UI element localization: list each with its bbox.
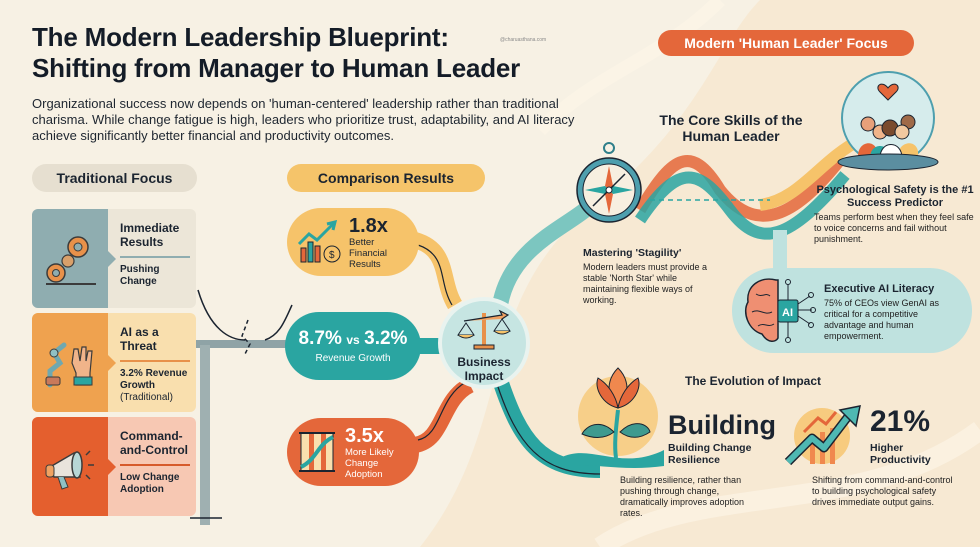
- traditional-focus-label: Traditional Focus: [32, 164, 197, 192]
- title-line-2: Shifting from Manager to Human Leader: [32, 53, 521, 83]
- watermark: @charuasthana.com: [500, 37, 547, 43]
- traditional-card-command-control: Command-and-Control Low Change Adoption: [32, 417, 196, 516]
- adoption-caption: More Likely Change Adoption: [345, 446, 394, 480]
- revenue-vs: vs: [346, 333, 360, 347]
- chart-coins-icon: $: [297, 220, 341, 263]
- hub-label: Business Impact: [457, 355, 511, 383]
- card-subtext: Pushing Change: [120, 263, 160, 287]
- evolution-title: The Evolution of Impact: [685, 374, 822, 388]
- revenue-traditional: 3.2%: [364, 328, 408, 349]
- comparison-revenue: 8.7% vs 3.2% Revenue Growth: [285, 312, 421, 380]
- team-globe-icon: [837, 71, 939, 171]
- productivity-text: Shifting from command-and-control to bui…: [812, 475, 953, 507]
- rope-tangle-icon: [299, 432, 335, 472]
- gears-machine-icon: [32, 209, 116, 308]
- financial-multiplier: 1.8x: [349, 214, 388, 237]
- robot-arm-hand-icon: [32, 313, 116, 412]
- card-subtext: Low Change Adoption: [120, 471, 180, 495]
- ai-literacy-text: 75% of CEOs view GenAI as critical for a…: [824, 298, 940, 341]
- revenue-caption: Revenue Growth: [315, 353, 391, 364]
- intro-paragraph: Organizational success now depends on 'h…: [32, 96, 575, 143]
- card-heading: Immediate Results: [120, 221, 180, 249]
- flower-icon: [560, 367, 664, 468]
- broken-bridge-icon: [190, 289, 306, 525]
- stagility-text: Modern leaders must provide a stable 'No…: [583, 262, 708, 305]
- productivity-subheading: Higher Productivity: [870, 442, 931, 466]
- modern-focus-label: Modern 'Human Leader' Focus: [658, 30, 914, 56]
- building-subheading: Building Change Resilience: [668, 442, 752, 466]
- revenue-modern: 8.7%: [298, 328, 342, 349]
- svg-text:$: $: [329, 250, 335, 261]
- arrow-up-chart-icon: [784, 405, 861, 466]
- stagility-heading: Mastering 'Stagility': [583, 247, 682, 259]
- megaphone-icon: [32, 417, 116, 516]
- comparison-adoption: 3.5x More Likely Change Adoption: [287, 418, 419, 486]
- svg-text:AI: AI: [782, 307, 793, 319]
- traditional-card-ai-threat: AI as a Threat 3.2% Revenue Growth (Trad…: [32, 313, 196, 412]
- comparison-results-label: Comparison Results: [287, 164, 485, 192]
- financial-caption: Better Financial Results: [349, 236, 388, 270]
- building-headline: Building: [668, 410, 776, 440]
- card-heading: Command-and-Control: [120, 429, 188, 457]
- page-title: The Modern Leadership Blueprint: Shiftin…: [32, 22, 520, 84]
- productivity-percent: 21%: [870, 405, 931, 438]
- ai-literacy-heading: Executive AI Literacy: [824, 283, 935, 295]
- core-skills-title: The Core Skills of the Human Leader: [659, 112, 803, 144]
- compass-icon: [576, 142, 642, 223]
- card-heading: AI as a Threat: [120, 325, 159, 353]
- brain-chip-icon: AI: [744, 278, 816, 343]
- traditional-card-immediate-results: Immediate Results Pushing Change: [32, 209, 196, 308]
- psych-safety-text: Teams perform best when they feel safe t…: [814, 212, 974, 244]
- card-subtext-note: (Traditional): [120, 391, 173, 403]
- adoption-multiplier: 3.5x: [345, 424, 384, 447]
- business-impact-hub: Business Impact: [438, 297, 530, 389]
- comparison-financial: $ 1.8x Better Financial Results: [287, 208, 419, 276]
- card-subtext: 3.2% Revenue Growth: [120, 367, 188, 391]
- building-text: Building resilience, rather than pushing…: [620, 475, 745, 518]
- title-line-1: The Modern Leadership Blueprint:: [32, 22, 449, 52]
- psych-safety-heading: Psychological Safety is the #1 Success P…: [816, 184, 974, 209]
- balance-scale-icon: [457, 309, 511, 350]
